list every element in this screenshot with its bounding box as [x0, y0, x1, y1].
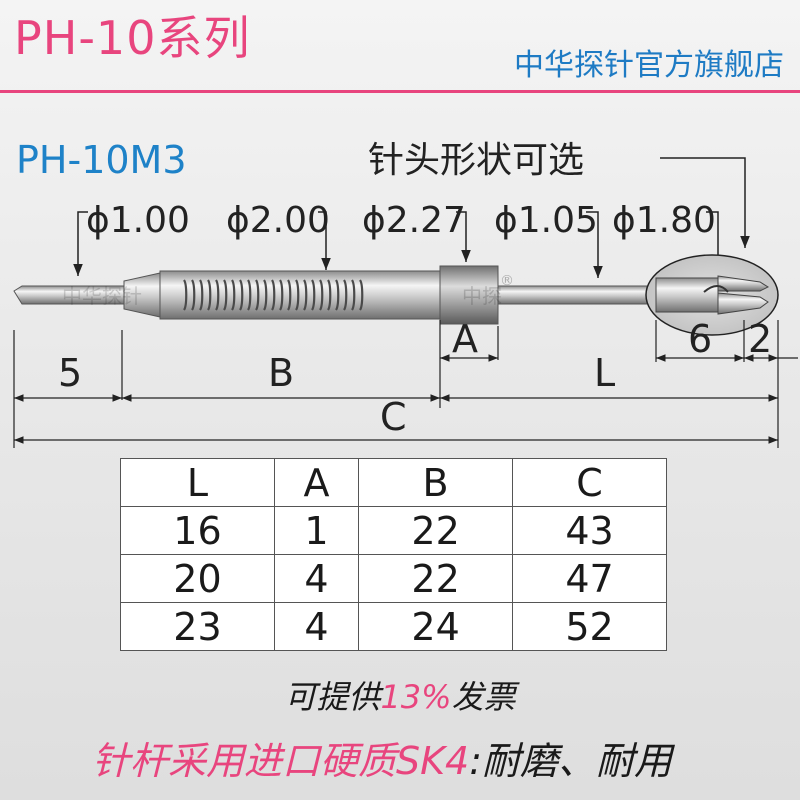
dim-label-5: 5 [58, 351, 82, 395]
table-header: L [120, 458, 275, 507]
dim-label-l: L [594, 351, 615, 395]
material-suffix: :耐磨、耐用 [469, 739, 673, 783]
invoice-note: 可提供13%发票 [0, 672, 800, 718]
diameter-leaders [73, 211, 723, 280]
dim-label-a: A [452, 317, 478, 361]
probe-body: 中华探针 中探 ® [13, 265, 659, 325]
table-header: B [358, 458, 514, 507]
dim-label-b: B [268, 351, 294, 395]
table-cell: 23 [120, 602, 275, 651]
crown-tip [655, 275, 770, 315]
table-row: 20 4 22 47 [120, 554, 667, 603]
watermark-text-1: 中华探针 [62, 284, 142, 308]
watermark-text-2: 中探 [462, 284, 502, 308]
table-cell: 22 [358, 554, 514, 603]
table-cell: 20 [120, 554, 275, 603]
diameter-label-1: ϕ1.00 [86, 200, 190, 241]
table-header: A [273, 458, 360, 507]
tip-note-leader [660, 157, 750, 248]
dim-label-6: 6 [688, 317, 712, 361]
table-cell: 47 [512, 554, 667, 603]
probe-drawing: 针头形状可选 ϕ1.00 ϕ2.00 ϕ2.27 ϕ1.05 ϕ1.80 [13, 140, 798, 448]
table-cell: 52 [512, 602, 667, 651]
invoice-suffix: 发票 [451, 678, 516, 716]
model-label: PH-10M3 [16, 138, 187, 182]
dimension-lines [13, 320, 798, 448]
table-cell: 16 [120, 506, 275, 555]
diameter-label-2: ϕ2.00 [226, 200, 330, 241]
table-header: C [512, 458, 667, 507]
table-cell: 4 [273, 554, 360, 603]
diameter-label-3: ϕ2.27 [362, 200, 466, 241]
invoice-rate: 13% [380, 678, 452, 716]
table-cell: 22 [358, 506, 514, 555]
watermark-registered: ® [500, 273, 514, 289]
material-note: 针杆采用进口硬质SK4:耐磨、耐用 [92, 730, 672, 785]
title-divider [0, 90, 800, 93]
dim-label-2: 2 [748, 317, 772, 361]
table-cell: 4 [273, 602, 360, 651]
table-cell: 43 [512, 506, 667, 555]
tip-shape-note: 针头形状可选 [368, 140, 584, 181]
table-row: 23 4 24 52 [120, 602, 667, 651]
table-header-row: L A B C [120, 458, 667, 507]
table-row: 16 1 22 43 [120, 506, 667, 555]
table-cell: 24 [358, 602, 514, 651]
dim-label-c: C [380, 395, 407, 439]
table-cell: 1 [273, 506, 360, 555]
diameter-label-4: ϕ1.05 [494, 200, 598, 241]
diameter-label-5: ϕ1.80 [612, 200, 716, 241]
shop-name: 中华探针官方旗舰店 [514, 48, 784, 83]
series-title: PH-10系列 [14, 11, 251, 65]
invoice-prefix: 可提供 [284, 678, 381, 716]
material-text: 针杆采用进口硬质SK4 [92, 739, 470, 783]
spec-table: L A B C 16 1 22 43 20 4 22 47 23 4 24 52 [120, 458, 667, 651]
